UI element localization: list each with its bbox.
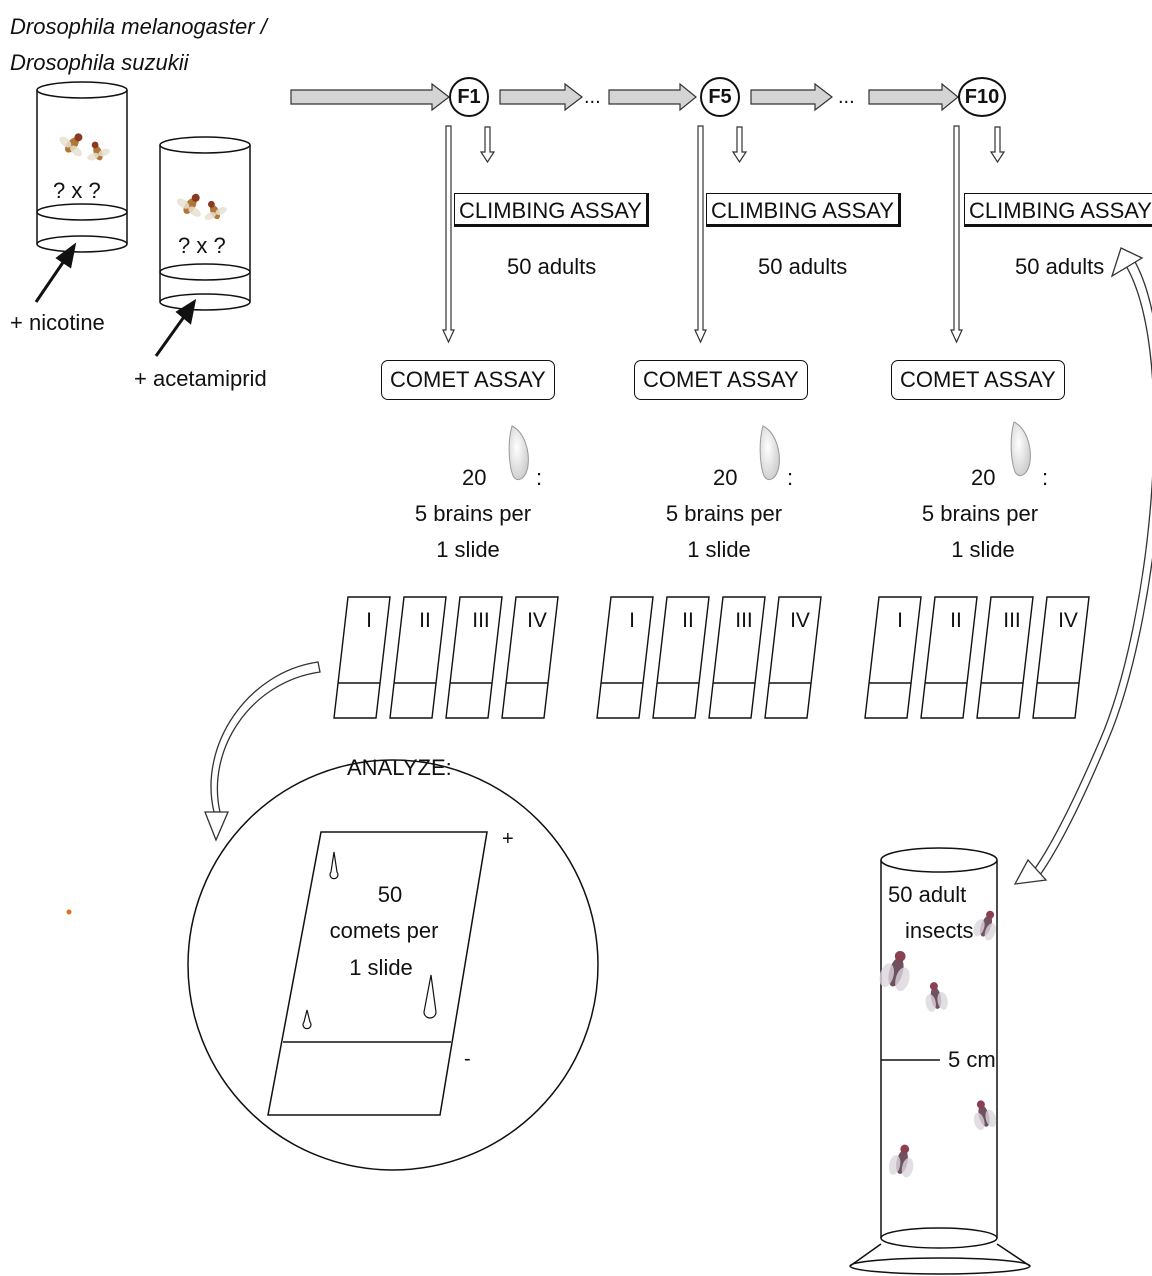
brains-per-slide-line2: 1 slide — [687, 537, 751, 562]
larva-count: 20 — [462, 465, 487, 490]
slide-label: II — [419, 609, 431, 632]
anode-plus: + — [502, 828, 514, 850]
nicotine-label: + nicotine — [10, 310, 105, 335]
tube-label-line2: insects — [905, 918, 974, 943]
climbing-assay-box: CLIMBING ASSAY — [454, 193, 649, 227]
pointer-arrow-icon — [34, 242, 197, 357]
comet-assay-box: COMET ASSAY — [634, 360, 808, 400]
comet-icon — [302, 851, 437, 1030]
larva-count: 20 — [713, 465, 738, 490]
insect-icons — [877, 907, 1002, 1179]
larva-icon — [508, 421, 1031, 481]
to-climbing-arrows — [479, 126, 1006, 164]
progression-arrows — [290, 82, 959, 112]
ellipsis: ... — [838, 86, 855, 108]
slide — [764, 596, 822, 719]
brains-per-slide-line1: 5 brains per — [921, 501, 1039, 526]
curved-arrow-to-climbing-tube — [1013, 247, 1152, 885]
slide-label: II — [682, 609, 694, 632]
larva-colon: : — [1042, 465, 1049, 490]
analysis-zoom — [187, 759, 599, 1171]
slide-label: III — [735, 609, 753, 632]
acetamiprid-label: + acetamiprid — [134, 366, 267, 391]
species-title-line2: Drosophila suzukii — [10, 50, 189, 75]
climbing-assay-box: CLIMBING ASSAY — [964, 193, 1152, 227]
slide — [864, 596, 922, 719]
slide — [333, 596, 391, 719]
analyze-line1: 50 — [377, 882, 403, 907]
height-mark-label: 5 cm — [948, 1047, 996, 1072]
slide-label: I — [897, 609, 903, 632]
comet-assay-box: COMET ASSAY — [891, 360, 1065, 400]
larva-colon: : — [536, 465, 543, 490]
ellipsis: ... — [584, 86, 601, 108]
species-title-line1: Drosophila melanogaster / — [10, 14, 267, 39]
cross-label: ? x ? — [53, 178, 101, 203]
slide-label: IV — [1058, 609, 1078, 632]
brains-per-slide-line1: 5 brains per — [414, 501, 532, 526]
slide — [389, 596, 447, 719]
slide — [1032, 596, 1090, 719]
brains-per-slide-line2: 1 slide — [951, 537, 1015, 562]
accent-dot — [66, 909, 72, 915]
generation-node-f5: F5 — [700, 77, 740, 117]
slide — [596, 596, 654, 719]
comet-assay-box: COMET ASSAY — [381, 360, 555, 400]
generation-node-f10: F10 — [958, 77, 1006, 117]
cathode-minus: - — [464, 1048, 471, 1070]
vial-nicotine — [36, 81, 128, 253]
curved-arrow-to-analysis — [204, 661, 321, 842]
larva-colon: : — [787, 465, 794, 490]
climbing-count: 50 adults — [507, 254, 597, 279]
climbing-count: 50 adults — [758, 254, 848, 279]
slide — [445, 596, 503, 719]
analyze-heading: ANALYZE: — [347, 755, 452, 780]
analyze-line2: comets per — [329, 918, 439, 943]
climbing-count: 50 adults — [1015, 254, 1105, 279]
slide-label: IV — [790, 609, 810, 632]
slide — [652, 596, 710, 719]
slide — [976, 596, 1034, 719]
slide — [708, 596, 766, 719]
fly-pair-icon — [55, 125, 112, 165]
cross-label: ? x ? — [178, 233, 226, 258]
vial-acetamiprid — [159, 136, 251, 311]
slide-label: III — [472, 609, 490, 632]
to-comet-arrows — [442, 125, 963, 344]
generation-node-f1: F1 — [449, 77, 489, 117]
brains-per-slide-line1: 5 brains per — [665, 501, 783, 526]
slide-label: I — [629, 609, 635, 632]
slide — [501, 596, 559, 719]
slide-label: III — [1003, 609, 1021, 632]
brains-per-slide-line2: 1 slide — [436, 537, 500, 562]
fly-pair-icon — [173, 186, 230, 224]
analyze-line3: 1 slide — [349, 955, 413, 980]
climbing-tube — [849, 847, 1031, 1275]
tube-label-line1: 50 adult — [888, 882, 967, 907]
slide — [920, 596, 978, 719]
slide-label: II — [950, 609, 962, 632]
climbing-assay-box: CLIMBING ASSAY — [706, 193, 901, 227]
slide-label: I — [366, 609, 372, 632]
larva-count: 20 — [971, 465, 996, 490]
slide-label: IV — [527, 609, 547, 632]
